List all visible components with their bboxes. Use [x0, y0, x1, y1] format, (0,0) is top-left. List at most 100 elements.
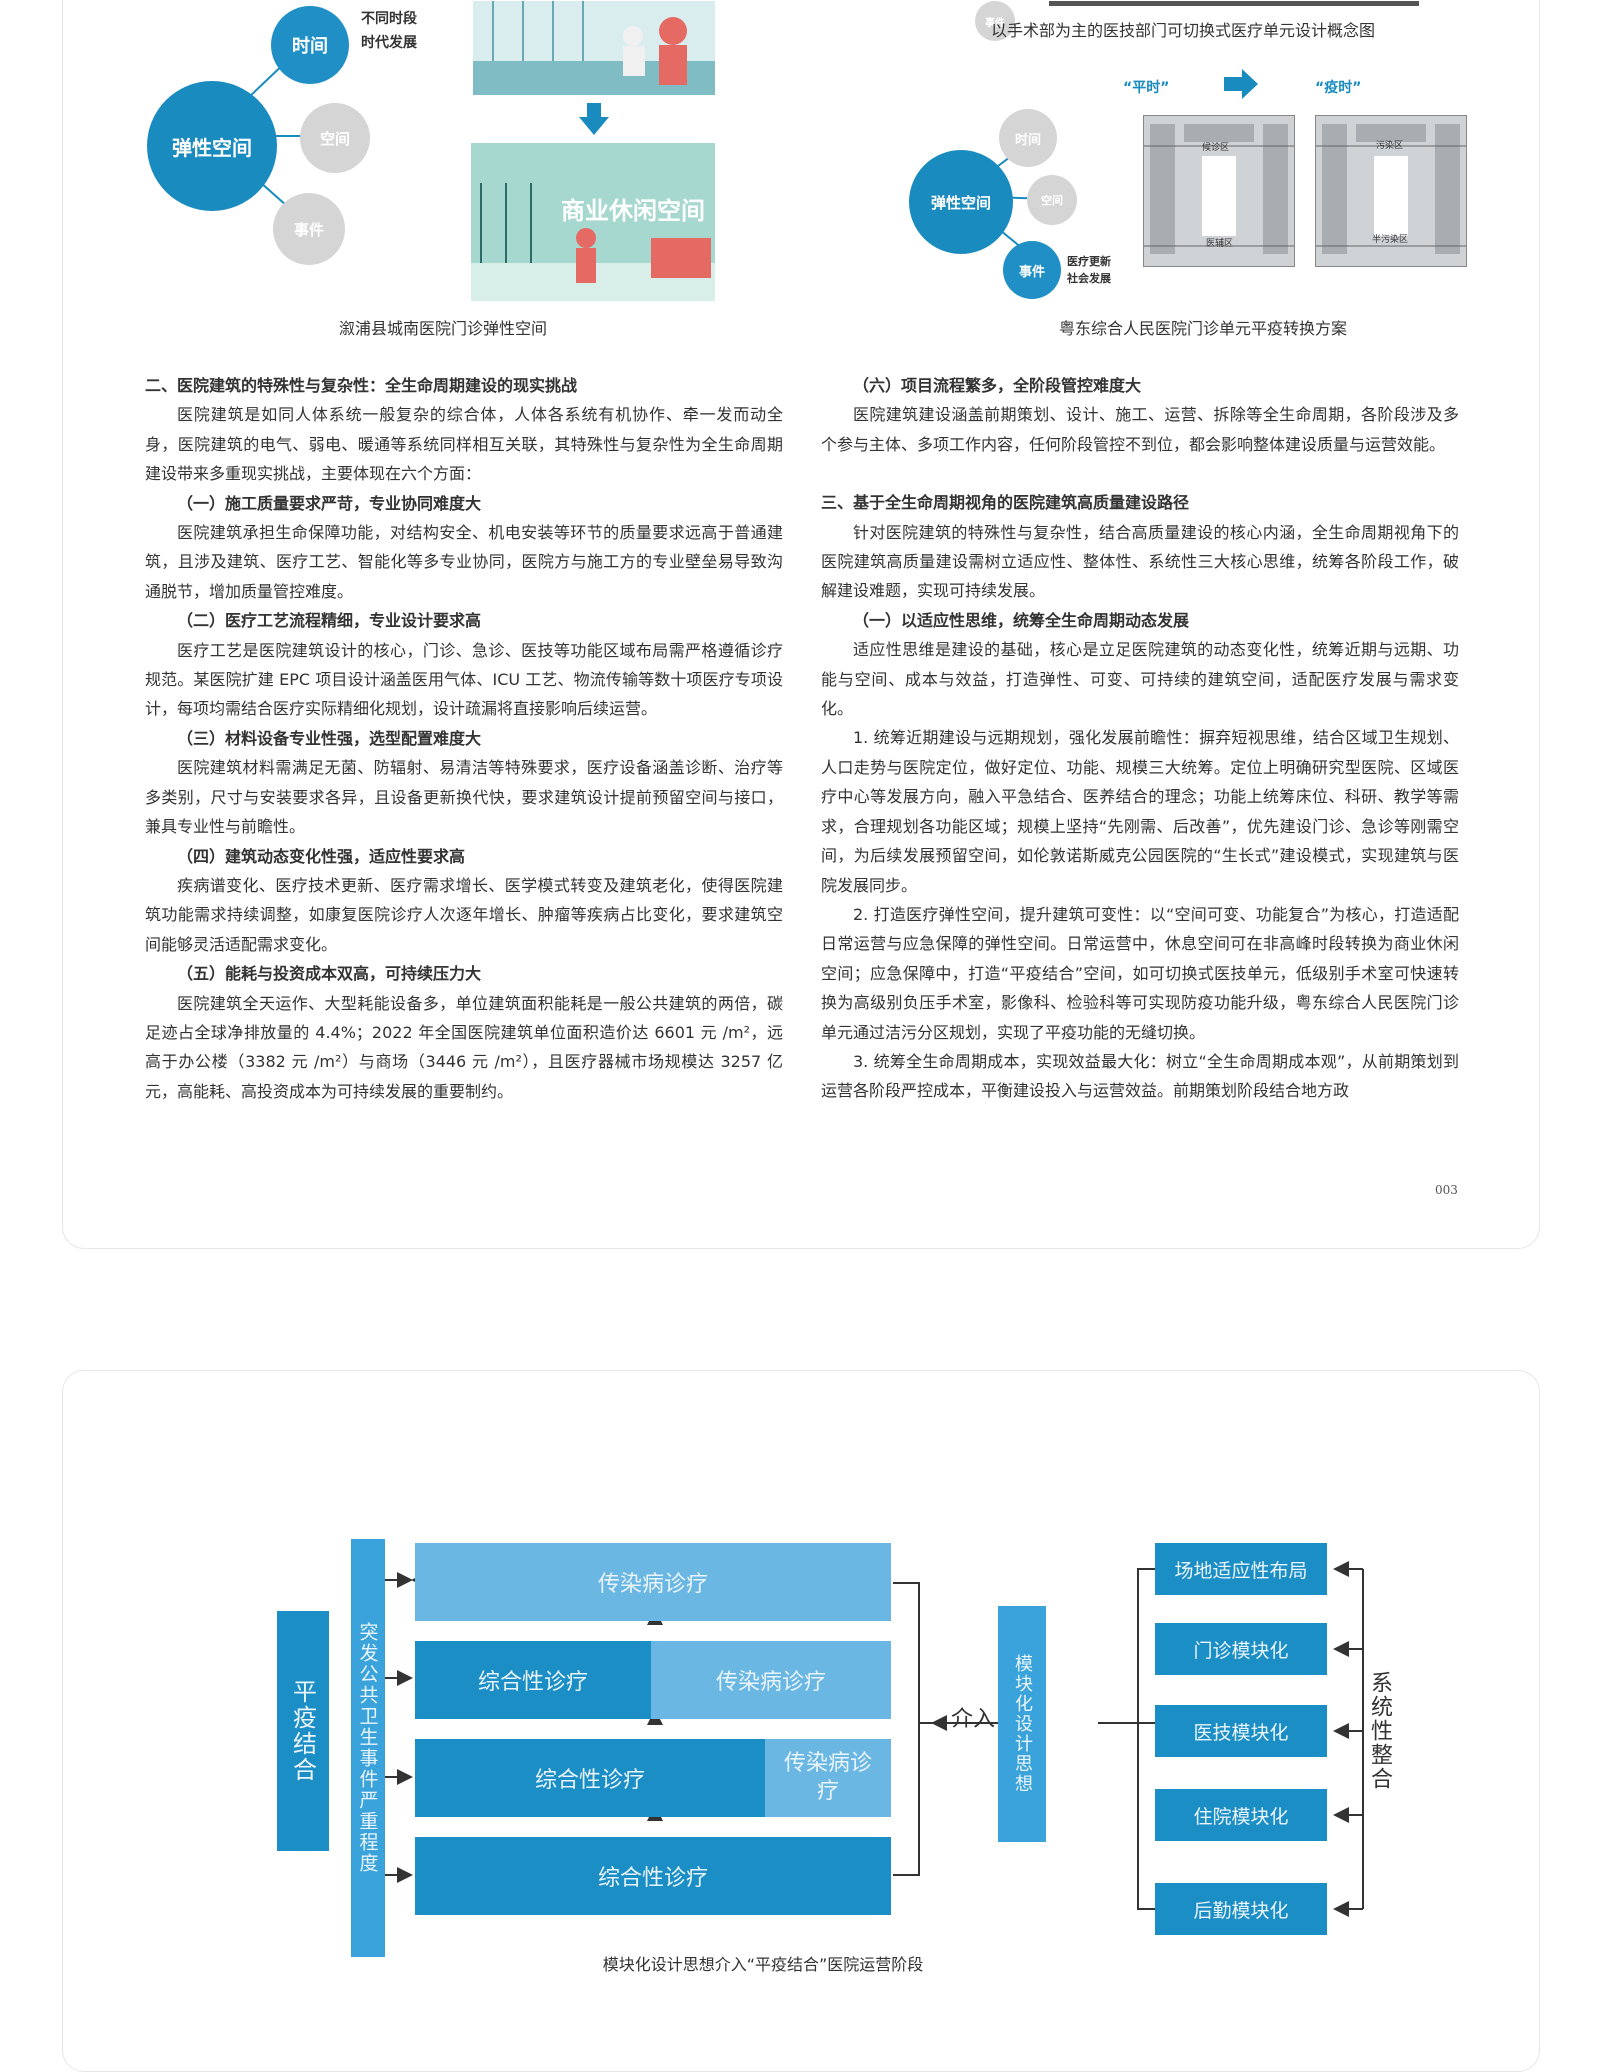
- bubble-space: 空间: [300, 103, 370, 173]
- plan-label-normal: “平时”: [1123, 80, 1170, 96]
- bubble-time-right: 时间: [999, 109, 1057, 167]
- bubble-time-label: 时间: [292, 36, 328, 57]
- paragraph: 适应性思维是建设的基础，核心是立足医院建筑的动态变化性，统筹近期与远期、功能与空…: [821, 640, 1459, 719]
- modular-design-label: 模块化设计思想: [1012, 1654, 1033, 1794]
- modular-design-box: 模块化设计思想: [998, 1606, 1046, 1842]
- down-arrow-icon: [579, 103, 609, 135]
- floor-label-waiting: 候诊区: [1202, 143, 1230, 153]
- row3-general: 综合性诊疗: [415, 1739, 765, 1817]
- row2-general: 综合性诊疗: [415, 1641, 651, 1719]
- diagram-caption: 模块化设计思想介入“平疫结合”医院运营阶段: [602, 1955, 924, 1974]
- event-note-right-1: 医疗更新: [1067, 255, 1111, 268]
- floor-plan-epidemic-drawing: [1316, 124, 1466, 254]
- page-card: 弹性空间 时间 空间 事件 不同时段 时代发展 商业休闲空间 溆浦县城南医院门诊…: [62, 0, 1540, 1249]
- caption-right-figure: 粤东综合人民医院门诊单元平疫转换方案: [1058, 319, 1347, 338]
- heading: （一）施工质量要求严苛，专业协同难度大: [177, 493, 482, 513]
- module-logistics-label: 后勤模块化: [1193, 1899, 1289, 1922]
- system-integration-label: 系统性整合: [1367, 1671, 1392, 1791]
- floor-label-aux: 医辅区: [1206, 239, 1234, 249]
- paragraph: 针对医院建筑的特殊性与复杂性，结合高质量建设的核心内涵，全生命周期视角下的医院建…: [821, 522, 1459, 601]
- module-site-layout: 场地适应性布局: [1155, 1543, 1327, 1595]
- paragraph: 医疗工艺是医院建筑设计的核心，门诊、急诊、医技等功能区域布局需严格遵循诊疗规范。…: [145, 640, 783, 719]
- bubble-event-right-label: 事件: [1018, 264, 1045, 280]
- bubble-time-right-label: 时间: [1014, 132, 1041, 148]
- bubble-event-small: 事件: [975, 1, 1015, 41]
- row4-general: 综合性诊疗: [415, 1837, 891, 1915]
- bubble-time: 时间: [271, 6, 349, 84]
- bubble-space-right: 空间: [1027, 175, 1077, 225]
- spacer: [821, 459, 1459, 488]
- bubble-event-label: 事件: [293, 220, 324, 239]
- right-text-column: （六）项目流程繁多，全阶段管控难度大医院建筑建设涵盖前期策划、设计、施工、运营、…: [821, 371, 1459, 1106]
- top-image-bottom-strip: [1049, 1, 1419, 6]
- bubble-event-right: 事件: [1003, 241, 1061, 299]
- bubble-space-label: 空间: [319, 129, 350, 148]
- bubble-elastic-space: 弹性空间: [147, 81, 277, 211]
- floor-plan-normal: 候诊区 医辅区: [1143, 115, 1295, 267]
- pingyi-label: 平疫结合: [288, 1679, 317, 1783]
- heading: 二、医院建筑的特殊性与复杂性：全生命周期建设的现实挑战: [145, 376, 578, 395]
- heading: （六）项目流程繁多，全阶段管控难度大: [853, 376, 1142, 395]
- row3-infectious: 传染病诊疗: [765, 1739, 891, 1817]
- bubble-space-right-label: 空间: [1041, 194, 1063, 207]
- commercial-illustration: [471, 143, 715, 301]
- time-note: 不同时段 时代发展: [361, 7, 417, 55]
- row2-infectious-label: 传染病诊疗: [715, 1670, 826, 1695]
- heading: （四）建筑动态变化性强，适应性要求高: [177, 846, 466, 866]
- lobby-illustration: [473, 1, 715, 95]
- diagram-card: 平疫结合 突发公共卫生事件严重程度 传染病诊疗 综合性诊疗 传染病诊疗 综合性诊…: [62, 1370, 1540, 2072]
- paragraph: 2. 打造医疗弹性空间，提升建筑可变性：以“空间可变、功能复合”为核心，打造适配…: [821, 904, 1459, 1042]
- severity-label: 突发公共卫生事件严重程度: [356, 1622, 379, 1874]
- bubble-elastic-space-right: 弹性空间: [909, 150, 1013, 254]
- module-outpatient: 门诊模块化: [1155, 1623, 1327, 1675]
- module-inpatient-label: 住院模块化: [1193, 1805, 1289, 1828]
- module-logistics: 后勤模块化: [1155, 1883, 1327, 1935]
- plan-label-epidemic: “疫时”: [1315, 80, 1362, 96]
- paragraph: 疾病谱变化、医疗技术更新、医疗需求增长、医学模式转变及建筑老化，使得医院建筑功能…: [145, 875, 783, 954]
- module-inpatient: 住院模块化: [1155, 1789, 1327, 1841]
- paragraph: 医院建筑全天运作、大型耗能设备多，单位建筑面积能耗是一般公共建筑的两倍，碳足迹占…: [145, 993, 783, 1101]
- time-note-2: 时代发展: [361, 35, 417, 51]
- left-text-column: 二、医院建筑的特殊性与复杂性：全生命周期建设的现实挑战医院建筑是如同人体系统一般…: [145, 371, 783, 1106]
- paragraph: 3. 统筹全生命周期成本，实现效益最大化：树立“全生命周期成本观”，从前期策划到…: [821, 1051, 1459, 1101]
- commercial-space-photo: 商业休闲空间: [471, 143, 715, 301]
- row1-infectious-label: 传染病诊疗: [597, 1572, 708, 1597]
- page-number: 003: [1435, 1183, 1458, 1197]
- module-medical-tech-label: 医技模块化: [1193, 1721, 1289, 1744]
- paragraph: 医院建筑材料需满足无菌、防辐射、易清洁等特殊要求，医疗设备涵盖诊断、治疗等多类别…: [145, 758, 783, 837]
- row3-general-label: 综合性诊疗: [534, 1768, 645, 1793]
- event-note-right: 医疗更新 社会发展: [1067, 253, 1111, 287]
- caption-right-top: 以手术部为主的医技部门可切换式医疗单元设计概念图: [990, 21, 1375, 40]
- module-medical-tech: 医技模块化: [1155, 1705, 1327, 1757]
- paragraph: 医院建筑是如同人体系统一般复杂的综合体，人体各系统有机协作、牵一发而动全身，医院…: [145, 405, 783, 484]
- module-outpatient-label: 门诊模块化: [1193, 1639, 1289, 1662]
- row2-infectious: 传染病诊疗: [651, 1641, 891, 1719]
- hospital-lobby-photo: [473, 1, 715, 95]
- row3-infectious-label: 传染病诊疗: [783, 1751, 872, 1804]
- floor-plan-normal-drawing: [1144, 124, 1294, 254]
- heading: （一）以适应性思维，统筹全生命周期动态发展: [853, 610, 1190, 630]
- paragraph: 医院建筑建设涵盖前期策划、设计、施工、运营、拆除等全生命周期，各阶段涉及多个参与…: [821, 405, 1459, 454]
- paragraph: 1. 统筹近期建设与远期规划，强化发展前瞻性：摒弃短视思维，结合区域卫生规划、人…: [821, 728, 1459, 895]
- floor-plan-epidemic: 污染区 半污染区: [1315, 115, 1467, 267]
- heading: （二）医疗工艺流程精细，专业设计要求高: [177, 611, 482, 631]
- bubble-elastic-space-right-label: 弹性空间: [930, 193, 991, 212]
- bubble-event: 事件: [273, 193, 345, 265]
- module-site-layout-label: 场地适应性布局: [1174, 1559, 1308, 1582]
- paragraph: 医院建筑承担生命保障功能，对结构安全、机电安装等环节的质量要求远高于普通建筑，且…: [145, 523, 783, 601]
- row2-general-label: 综合性诊疗: [477, 1670, 588, 1695]
- event-note-right-2: 社会发展: [1067, 272, 1111, 285]
- pingyi-box: 平疫结合: [277, 1611, 329, 1851]
- commercial-space-label: 商业休闲空间: [561, 197, 705, 225]
- bubble-elastic-space-label: 弹性空间: [172, 135, 252, 160]
- bubble-event-small-label: 事件: [985, 17, 1005, 29]
- time-note-1: 不同时段: [361, 11, 417, 27]
- severity-bar: 突发公共卫生事件严重程度: [351, 1539, 385, 1957]
- caption-left-figure: 溆浦县城南医院门诊弹性空间: [338, 319, 547, 338]
- heading: （五）能耗与投资成本双高，可持续压力大: [177, 964, 482, 984]
- row4-general-label: 综合性诊疗: [597, 1866, 708, 1891]
- heading: 三、基于全生命周期视角的医院建筑高质量建设路径: [821, 493, 1190, 513]
- intervene-label: 介入: [951, 1707, 996, 1732]
- floor-label-contaminated: 污染区: [1376, 141, 1404, 151]
- heading: （三）材料设备专业性强，选型配置难度大: [177, 728, 482, 748]
